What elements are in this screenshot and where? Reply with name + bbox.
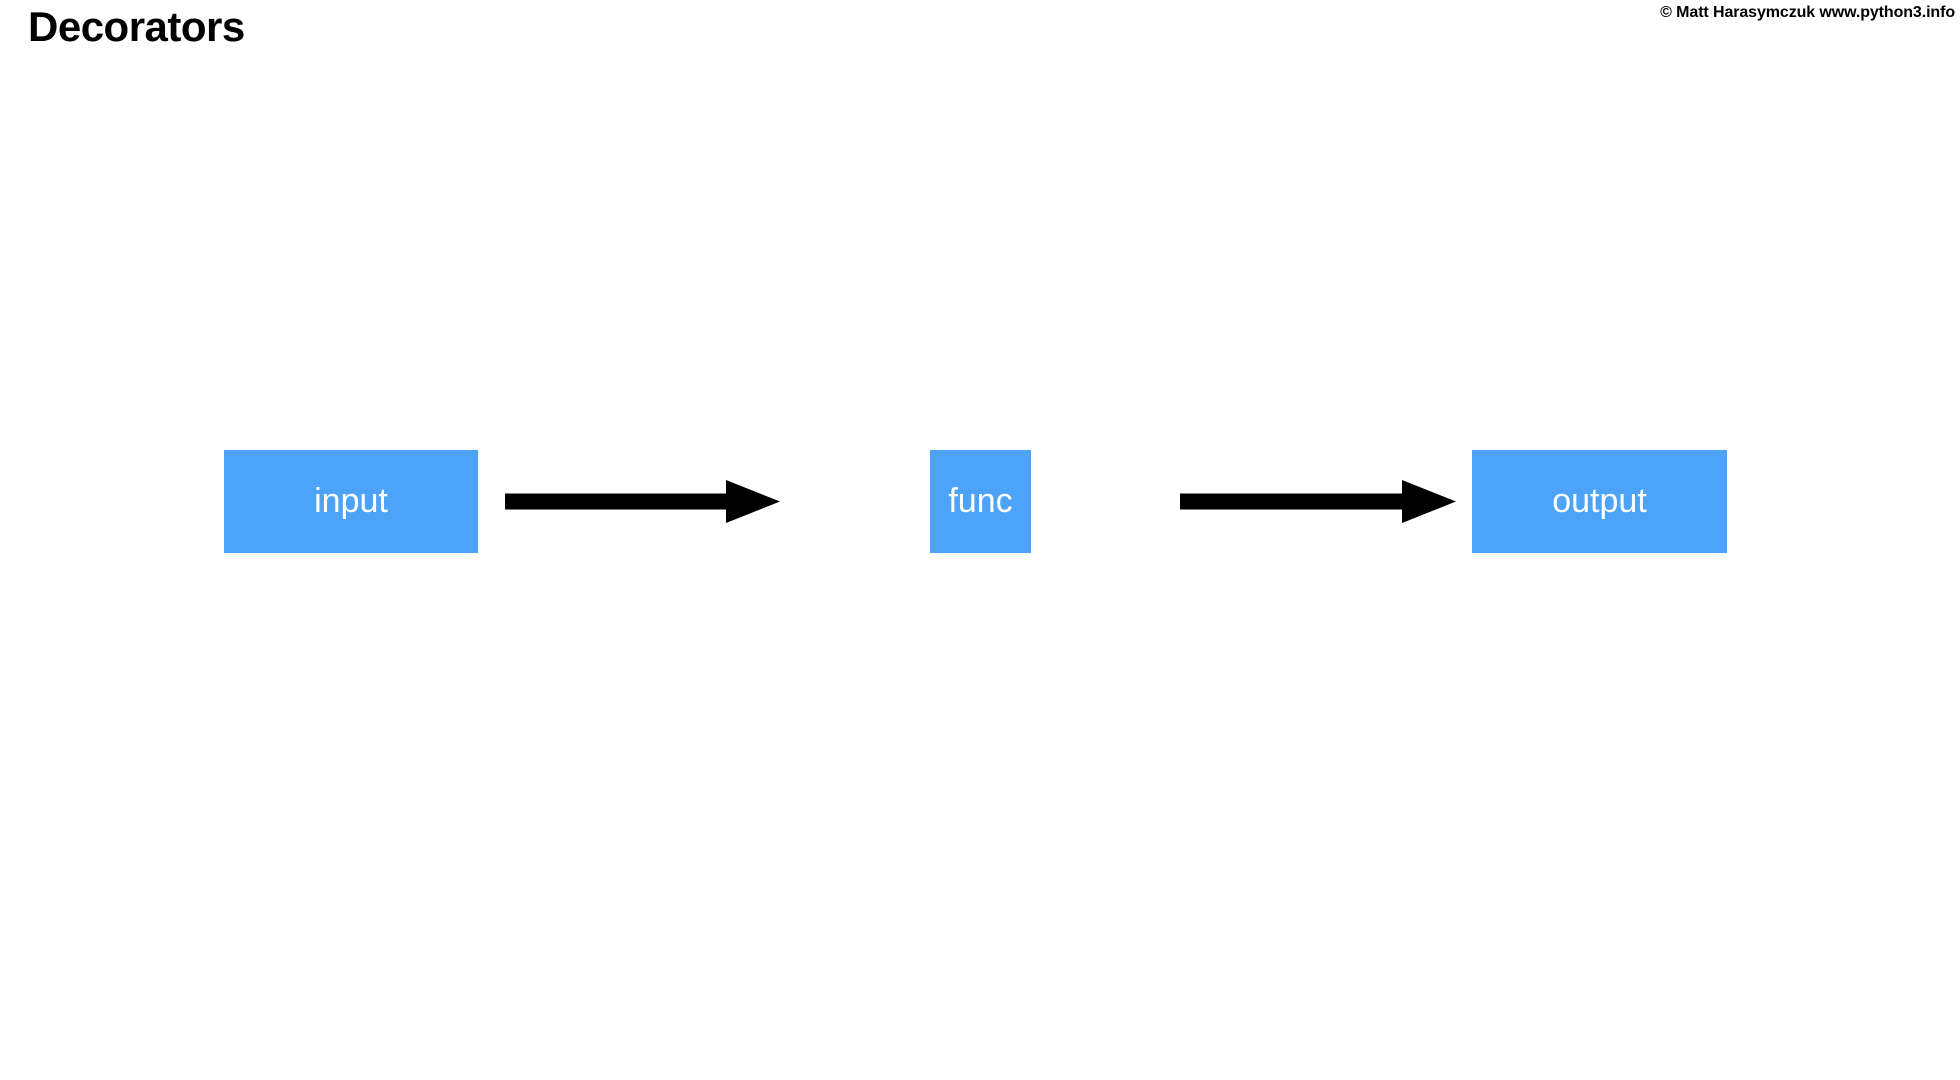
arrow-func-to-output-icon [1180, 479, 1456, 524]
diagram-node-output[interactable]: output [1472, 450, 1727, 553]
diagram-node-input[interactable]: input [224, 450, 478, 553]
arrow-input-to-func-icon [505, 479, 780, 524]
page-title: Decorators [28, 3, 245, 50]
diagram-node-func-label: func [948, 481, 1013, 520]
diagram-node-input-label: input [314, 481, 388, 520]
diagram-node-func[interactable]: func [930, 450, 1031, 553]
copyright-credit: © Matt Harasymczuk www.python3.info [1660, 4, 1955, 21]
diagram-node-output-label: output [1552, 481, 1647, 520]
